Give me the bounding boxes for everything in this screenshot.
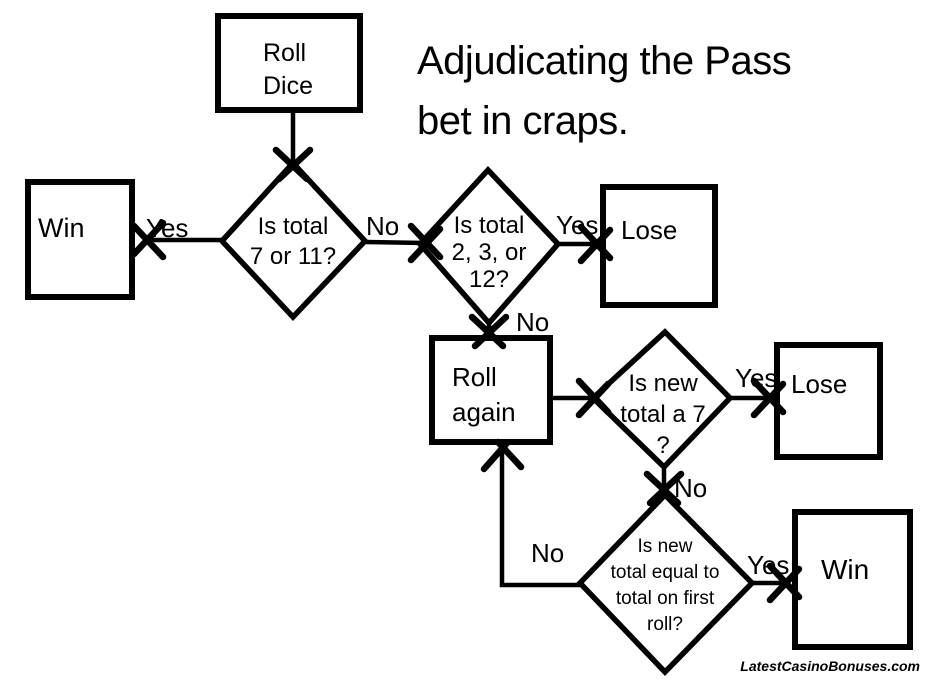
arrowhead-right-icon	[750, 377, 787, 419]
arrowhead-right-icon	[766, 562, 803, 604]
arrowhead-right-icon	[577, 223, 614, 265]
edge-label-d2-no: No	[516, 307, 550, 337]
arrowhead-down-icon	[643, 470, 685, 507]
arrowhead-right-icon	[407, 222, 444, 264]
decision-new-total-7-label: Is new total a 7 ?	[620, 370, 706, 459]
arrow-d3-yes-to-lose	[730, 377, 787, 419]
arrow-rolldice-to-d1	[272, 111, 314, 183]
arrow-shaft	[499, 449, 581, 588]
edge-label-d1-no: No	[366, 211, 400, 241]
arrow-shaft	[364, 239, 426, 246]
lose-comeout-label: Lose	[621, 215, 678, 245]
win-point-box	[792, 509, 913, 650]
edge-label-d4-no: No	[531, 538, 565, 568]
arrowhead-up-icon	[480, 438, 525, 473]
win-comeout-label: Win	[38, 213, 85, 243]
edge-label-d2-yes: Yes	[556, 210, 599, 240]
edge-label-d3-no: No	[674, 473, 708, 503]
arrow-d4-no-loop-to-rollagain	[480, 438, 581, 588]
roll-dice-box	[215, 13, 363, 113]
watermark-latestcasinobonuses: LatestCasinoBonuses.com	[740, 658, 920, 674]
arrow-d2-no-to-rollagain	[468, 313, 510, 350]
win-point-label: Win	[821, 554, 870, 585]
lose-seven-label: Lose	[791, 369, 848, 399]
win-comeout-box	[25, 179, 135, 300]
edge-label-d1-yes: Yes	[146, 213, 189, 243]
arrowhead-down-icon	[272, 146, 314, 183]
arrow-d2-yes-to-lose	[558, 223, 614, 265]
arrow-rollagain-to-d3	[550, 377, 612, 419]
page-title: Adjudicating the Pass bet in craps.	[417, 31, 792, 151]
arrowhead-down-icon	[468, 313, 510, 350]
lose-seven-box	[774, 342, 883, 460]
roll-dice-label: Roll Dice	[263, 39, 314, 100]
arrowhead-left-icon	[130, 219, 167, 261]
lose-comeout-box	[600, 184, 718, 308]
arrow-d3-no-to-d4	[643, 465, 685, 507]
title-line-2: bet in craps.	[417, 99, 629, 143]
edge-label-d3-yes: Yes	[735, 363, 778, 393]
roll-again-label: Roll again	[452, 362, 516, 427]
arrowhead-right-icon	[575, 377, 612, 419]
decision-new-total-equals-first-label: Is new total equal to total on first rol…	[610, 536, 720, 635]
arrow-d1-no-to-d2	[364, 222, 444, 264]
decision-total-7-11-label: Is total 7 or 11?	[249, 213, 337, 270]
decision-total-7-11-diamond	[218, 158, 369, 322]
decision-new-total-equals-first-diamond	[576, 491, 756, 676]
title-line-1: Adjudicating the Pass	[417, 39, 792, 83]
decision-total-2-3-12-label: Is total 2, 3, or 12?	[451, 212, 527, 293]
edge-label-d4-yes: Yes	[747, 550, 790, 580]
arrow-d4-yes-to-win	[752, 562, 803, 604]
arrow-d1-yes-to-win	[130, 219, 222, 261]
